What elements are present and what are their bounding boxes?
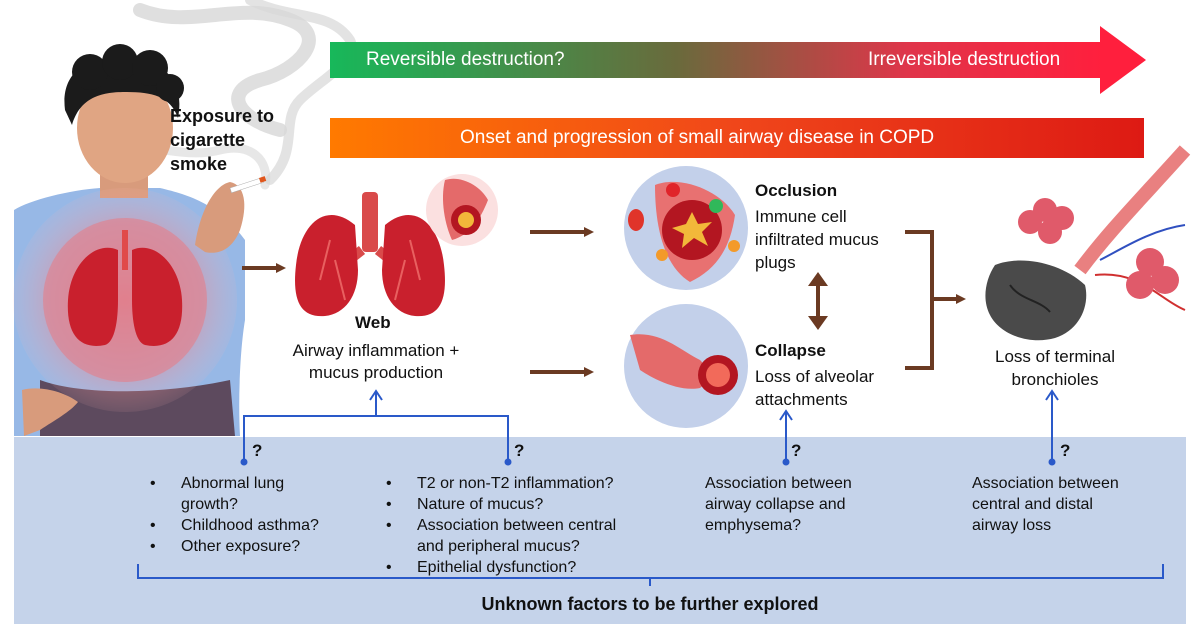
destruction-arrow	[330, 26, 1146, 94]
occlusion-title: Occlusion	[755, 181, 838, 200]
text-line: airway collapse and	[705, 496, 846, 513]
collapse-line: Loss of alveolar	[755, 367, 875, 386]
occlusion-line: plugs	[755, 253, 796, 272]
web-line: mucus production	[308, 363, 444, 382]
flow-arrows	[242, 227, 966, 377]
terminal-description: Loss of terminal bronchioles	[960, 345, 1150, 391]
bullet-icon: •	[150, 538, 156, 555]
web-title: Web	[355, 313, 391, 332]
occlusion-description: Immune cell infiltrated mucus plugs	[755, 205, 879, 274]
web-line: Airway inflammation +	[292, 341, 460, 360]
text-line: emphysema?	[705, 517, 802, 534]
occlusion-line: Immune cell	[755, 207, 847, 226]
list-item-text: Childhood asthma?	[181, 517, 319, 534]
list-item-text: Association between central	[417, 517, 617, 534]
list-item-text: Abnormal lung	[181, 475, 285, 492]
reversible-label: Reversible destruction?	[366, 49, 565, 70]
collapse-description: Loss of alveolar attachments	[755, 365, 874, 411]
list-item-text: Epithelial dysfunction?	[417, 559, 577, 576]
collapse-title: Collapse	[755, 341, 826, 360]
unknown-factors-panel	[14, 437, 1186, 624]
irreversible-label: Irreversible destruction	[868, 49, 1061, 70]
exposure-label: Exposure to cigarette smoke	[170, 104, 274, 176]
text-line: central and distal	[972, 496, 1093, 513]
onset-bar	[330, 118, 1144, 158]
exposure-line: cigarette	[170, 130, 246, 150]
terminal-unknown-text: Association between central and distal a…	[972, 473, 1119, 536]
text-line: Association between	[705, 475, 852, 492]
collapse-illustration	[624, 304, 748, 428]
occlusion-line: infiltrated mucus	[755, 230, 879, 249]
bullet-icon: •	[386, 517, 392, 534]
list-item-text: T2 or non-T2 inflammation?	[417, 475, 614, 492]
bullet-icon: •	[386, 475, 392, 492]
collapse-line: attachments	[755, 390, 848, 409]
text-line: Association between	[972, 475, 1119, 492]
question-mark: ?	[252, 441, 263, 460]
bullet-icon: •	[150, 475, 156, 492]
web-description: Airway inflammation + mucus production	[276, 340, 476, 384]
connector-lines	[137, 389, 1164, 586]
question-mark: ?	[791, 441, 802, 460]
list-item-text: growth?	[181, 496, 238, 513]
exposure-line: smoke	[170, 154, 228, 174]
list-item-text: and peripheral mucus?	[417, 538, 580, 555]
lungs-illustration	[295, 192, 445, 317]
terminal-bronchioles-illustration	[985, 145, 1191, 341]
bullet-icon: •	[150, 517, 156, 534]
airway-inset-illustration	[426, 174, 498, 246]
person-illustration	[13, 44, 267, 436]
question-mark: ?	[514, 441, 525, 460]
list-item-text: Nature of mucus?	[417, 496, 544, 513]
list-item-text: Other exposure?	[181, 538, 301, 555]
bullet-icon: •	[386, 496, 392, 513]
occlusion-illustration	[624, 166, 748, 290]
bullet-icon: •	[386, 559, 392, 576]
terminal-line: Loss of terminal	[995, 347, 1115, 366]
footer-label: Unknown factors to be further explored	[481, 594, 819, 614]
terminal-line: bronchioles	[1011, 370, 1099, 389]
connector-dots	[240, 458, 1056, 466]
question-mark: ?	[1060, 441, 1071, 460]
exposure-line: Exposure to	[170, 106, 275, 126]
collapse-unknown-text: Association between airway collapse and …	[705, 473, 852, 536]
text-line: airway loss	[972, 517, 1052, 534]
onset-label: Onset and progression of small airway di…	[460, 127, 935, 148]
